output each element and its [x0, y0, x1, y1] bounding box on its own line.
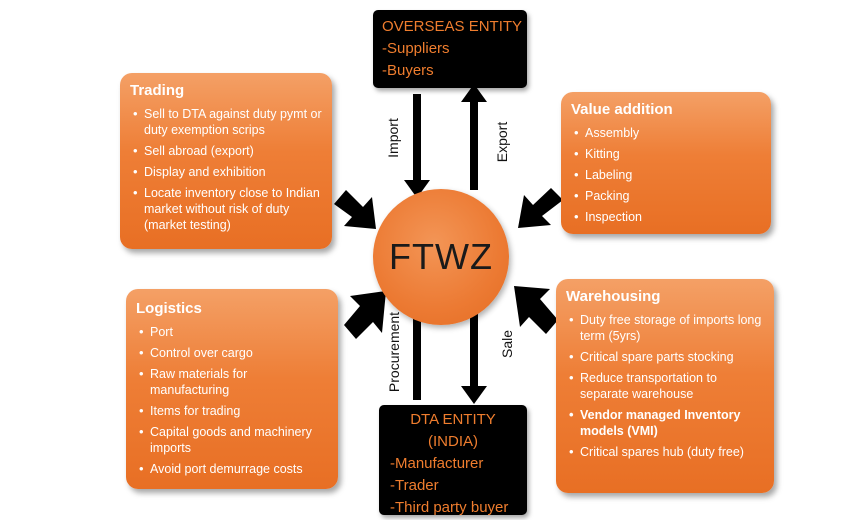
value-addition-title: Value addition	[571, 101, 673, 118]
dta-entity-line: -Third party buyer	[390, 499, 509, 516]
sale-arrow	[461, 290, 487, 404]
list-item: Packing	[574, 188, 761, 204]
export-label: Export	[494, 121, 510, 163]
trading-box: Trading Sell to DTA against duty pymt or…	[120, 73, 332, 249]
import-arrow	[404, 94, 430, 198]
list-item: Labeling	[574, 167, 761, 183]
export-arrow	[461, 84, 487, 190]
list-item: Critical spare parts stocking	[569, 349, 764, 365]
dta-entity-line: -Manufacturer	[390, 455, 484, 472]
dta-entity-box: DTA ENTITY (INDIA) -Manufacturer -Trader…	[379, 405, 527, 516]
list-item: Inspection	[574, 209, 761, 225]
list-item: Sell to DTA against duty pymt or duty ex…	[133, 106, 322, 138]
list-item: Vendor managed Inventory models (VMI)	[569, 407, 764, 439]
dta-entity-line: -Trader	[390, 477, 439, 494]
list-item: Items for trading	[139, 403, 328, 419]
list-item: Assembly	[574, 125, 761, 141]
warehousing-arrow	[514, 286, 558, 334]
list-item: Avoid port demurrage costs	[139, 461, 328, 477]
logistics-list: Port Control over cargo Raw materials fo…	[136, 324, 328, 477]
overseas-entity-line: -Suppliers	[382, 40, 450, 57]
overseas-entity-line: -Buyers	[382, 62, 434, 79]
dta-entity-subtitle: (INDIA)	[428, 433, 478, 450]
list-item: Port	[139, 324, 328, 340]
list-item: Duty free storage of imports long term (…	[569, 312, 764, 344]
dta-entity-title: DTA ENTITY	[410, 411, 496, 428]
procurement-label: Procurement	[386, 311, 402, 393]
value-addition-list: Assembly Kitting Labeling Packing Inspec…	[571, 125, 761, 225]
warehousing-title: Warehousing	[566, 288, 661, 305]
logistics-arrow	[344, 291, 386, 339]
trading-arrow	[334, 190, 376, 229]
list-item: Critical spares hub (duty free)	[569, 444, 764, 460]
overseas-entity-box: OVERSEAS ENTITY -Suppliers -Buyers	[373, 10, 527, 88]
trading-title: Trading	[130, 82, 185, 99]
trading-list: Sell to DTA against duty pymt or duty ex…	[130, 106, 322, 233]
value-addition-box: Value addition Assembly Kitting Labeling…	[561, 92, 771, 234]
list-item: Raw materials for manufacturing	[139, 366, 328, 398]
import-label: Import	[385, 118, 401, 158]
logistics-title: Logistics	[136, 300, 202, 317]
ftwz-circle: FTWZ	[373, 189, 509, 325]
logistics-box: Logistics Port Control over cargo Raw ma…	[126, 289, 338, 489]
list-item: Control over cargo	[139, 345, 328, 361]
list-item: Capital goods and machinery imports	[139, 424, 328, 456]
list-item: Display and exhibition	[133, 164, 322, 180]
warehousing-list: Duty free storage of imports long term (…	[566, 312, 764, 460]
warehousing-box: Warehousing Duty free storage of imports…	[556, 279, 774, 493]
list-item: Kitting	[574, 146, 761, 162]
sale-label: Sale	[499, 329, 515, 359]
list-item: Locate inventory close to Indian market …	[133, 185, 322, 233]
value-addition-arrow	[518, 188, 563, 228]
list-item: Sell abroad (export)	[133, 143, 322, 159]
overseas-entity-title: OVERSEAS ENTITY	[382, 18, 523, 35]
ftwz-label: FTWZ	[389, 236, 493, 277]
list-item: Reduce transportation to separate wareho…	[569, 370, 764, 402]
